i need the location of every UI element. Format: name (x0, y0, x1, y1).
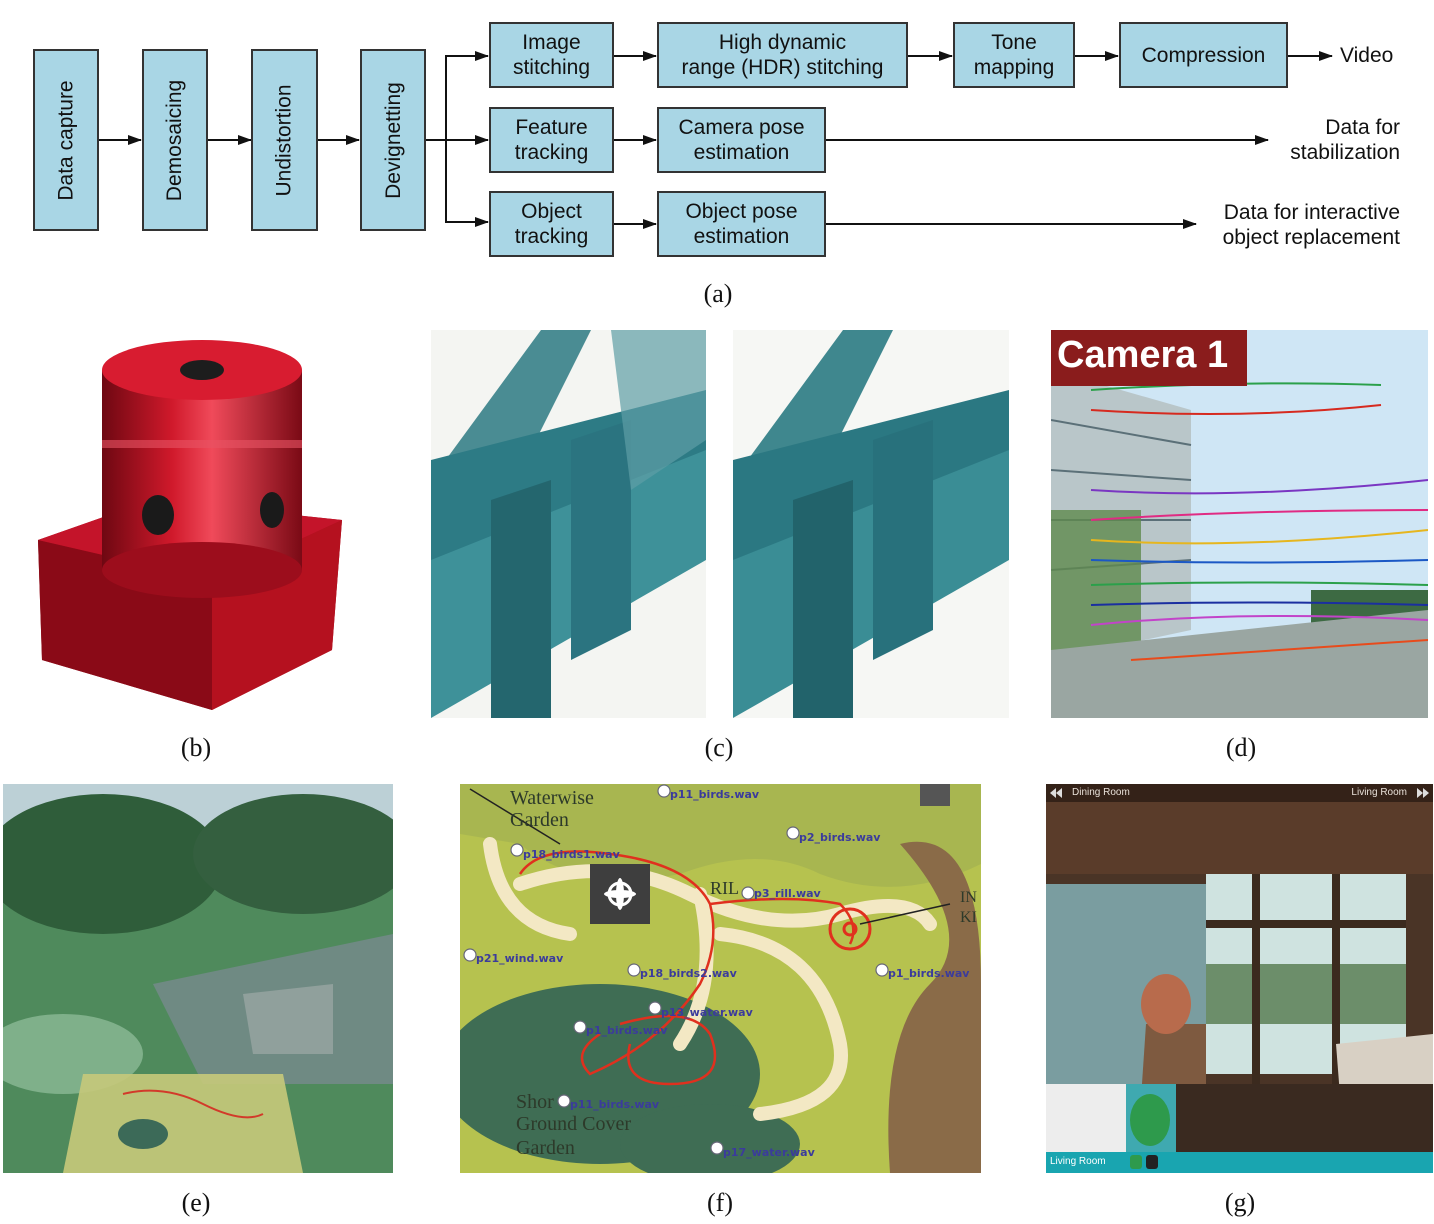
audio-label: p1_birds.wav (586, 1024, 668, 1037)
camera-head-illustration (32, 330, 364, 718)
step-devignetting: Devignetting (360, 49, 426, 231)
map-label-ki: KI (960, 909, 977, 926)
step-tone-mapping-label: Tone mapping (973, 31, 1055, 79)
map-label-waterwise: Waterwise (510, 787, 594, 809)
camera-1-label: Camera 1 (1057, 334, 1229, 376)
step-data-capture-label: Data capture (54, 79, 78, 201)
panel-b-camera-head (32, 330, 364, 718)
map-label-shor: Shor (516, 1091, 554, 1113)
audio-label: p2_birds.wav (799, 831, 881, 844)
caption-a: (a) (703, 279, 733, 308)
caption-b: (b) (180, 733, 212, 762)
room-status-label: Living Room (1050, 1156, 1106, 1167)
step-object-pose-estimation-label: Object pose estimation (685, 200, 798, 248)
output-object-replacement: Data for interactive object replacement (1222, 201, 1400, 249)
audio-label: p21_wind.wav (476, 952, 564, 965)
audio-label: p11_birds.wav (670, 788, 760, 801)
step-compression: Compression (1119, 22, 1288, 88)
output-video: Video (1340, 44, 1394, 67)
panel-c-right-photo (733, 330, 1009, 718)
plant-icon[interactable] (1130, 1155, 1142, 1169)
step-hdr-stitching-label: High dynamic range (HDR) stitching (681, 31, 884, 79)
audio-label: p17_water.wav (723, 1146, 816, 1159)
step-compression-label: Compression (1141, 43, 1266, 67)
step-object-tracking-label: Object tracking (514, 200, 589, 248)
nav-left-dining-room[interactable]: Dining Room (1072, 787, 1130, 798)
pipeline-connectors (98, 51, 1333, 229)
map-label-ground-cover: Ground Cover (516, 1113, 631, 1135)
feature-tracks-photo (1051, 330, 1428, 718)
panel-e-garden (3, 784, 393, 1173)
horse-icon[interactable] (1146, 1155, 1158, 1169)
panel-c-left-photo (431, 330, 706, 718)
panel-f-audio-map: Waterwise Garden RIL IN KI Shor Ground C… (460, 784, 981, 1173)
map-label-ril: RIL (710, 878, 739, 898)
caption-e: (e) (181, 1188, 211, 1217)
map-label-garden-bottom: Garden (516, 1137, 575, 1159)
step-image-stitching: Image stitching (489, 22, 614, 88)
map-label-garden-top: Garden (510, 809, 569, 831)
garden-photo (3, 784, 393, 1173)
living-room-photo (1046, 784, 1433, 1173)
room-status-bar: Living Room (1046, 1152, 1433, 1173)
panel-g-tour-viewer: Dining Room Living Room Living Room (1046, 784, 1433, 1173)
audio-label: p18_birds2.wav (640, 967, 738, 980)
output-stabilization: Data for stabilization (1290, 116, 1400, 164)
audio-label: p11_birds.wav (570, 1098, 660, 1111)
step-camera-pose-estimation: Camera pose estimation (657, 107, 826, 173)
step-undistortion-label: Undistortion (273, 83, 296, 197)
step-hdr-stitching: High dynamic range (HDR) stitching (657, 22, 908, 88)
audio-label: p3_rill.wav (754, 887, 822, 900)
garden-audio-map: Waterwise Garden RIL IN KI Shor Ground C… (460, 784, 981, 1173)
step-feature-tracking-label: Feature tracking (514, 116, 589, 164)
step-demosaicing-label: Demosaicing (163, 79, 187, 201)
step-undistortion: Undistortion (251, 49, 318, 231)
panel-d-tracking: Camera 1 (1051, 330, 1428, 718)
caption-d: (d) (1225, 733, 1257, 762)
step-feature-tracking: Feature tracking (489, 107, 614, 173)
step-demosaicing: Demosaicing (142, 49, 208, 231)
step-camera-pose-estimation-label: Camera pose estimation (678, 116, 805, 164)
caption-f: (f) (707, 1188, 733, 1217)
beam-photo-after (733, 330, 1009, 718)
audio-label: p1_birds.wav (888, 967, 970, 980)
audio-label: p13_water.wav (661, 1006, 754, 1019)
caption-c: (c) (704, 733, 734, 762)
step-data-capture: Data capture (33, 49, 99, 231)
step-object-pose-estimation: Object pose estimation (657, 191, 826, 257)
step-image-stitching-label: Image stitching (512, 31, 591, 79)
step-object-tracking: Object tracking (489, 191, 614, 257)
nav-right-living-room[interactable]: Living Room (1351, 787, 1407, 798)
step-tone-mapping: Tone mapping (953, 22, 1075, 88)
caption-g: (g) (1224, 1188, 1256, 1217)
audio-label: p18_birds1.wav (523, 848, 621, 861)
step-devignetting-label: Devignetting (381, 81, 405, 199)
map-label-in: IN (960, 889, 977, 906)
beam-photo-before (431, 330, 706, 718)
